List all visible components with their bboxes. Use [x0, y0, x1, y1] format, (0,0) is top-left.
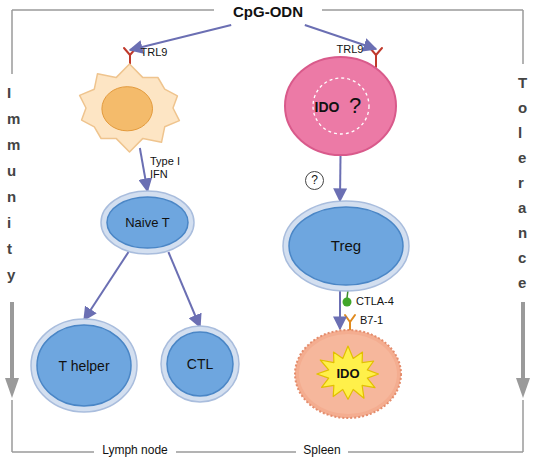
node-text: IDO: [315, 99, 340, 115]
node-text: CpG-ODN: [233, 3, 303, 20]
edge-label: ?: [305, 171, 324, 190]
cell-node: T helper: [30, 318, 138, 413]
node-text: Treg: [331, 237, 361, 254]
molecule-label: B7-1: [360, 314, 383, 327]
ctla4-ligand: [343, 290, 352, 307]
axis-label: Tolerance: [518, 70, 519, 295]
node-text: ?: [349, 93, 361, 118]
cell-shape: [72, 60, 187, 152]
region-label: Lymph node: [99, 444, 171, 458]
arrow-connector: [84, 252, 129, 320]
cell-node: Naive T: [100, 190, 195, 255]
cell-node: TRL9IDO?: [283, 55, 398, 157]
arrow-connector: [140, 148, 148, 191]
cell-node: TRL9: [72, 60, 187, 152]
arrow-connector: [339, 156, 342, 201]
arrow-connector: [339, 291, 341, 329]
cell-shape: [283, 55, 398, 157]
edge-label: Type I IFN: [150, 155, 194, 180]
cell-node: CTL: [160, 325, 240, 403]
node-text: TRL9: [337, 43, 364, 56]
arrow-connector: [168, 252, 200, 327]
frame: [12, 10, 523, 452]
node-text: IDO: [336, 367, 359, 382]
node-text: Naive T: [125, 215, 170, 230]
node-text: T helper: [58, 357, 109, 373]
b7-receptor: [345, 315, 355, 331]
stimulus-node: CpG-ODN: [222, 1, 314, 23]
cell-node: IDO: [293, 328, 403, 420]
node-text: CTL: [187, 356, 213, 372]
axis-label: Immunity: [7, 80, 8, 288]
region-label: Spleen: [300, 444, 343, 458]
node-text: TRL9: [141, 46, 168, 59]
cell-node: Treg: [282, 200, 410, 292]
molecule-label: CTLA-4: [356, 295, 394, 308]
